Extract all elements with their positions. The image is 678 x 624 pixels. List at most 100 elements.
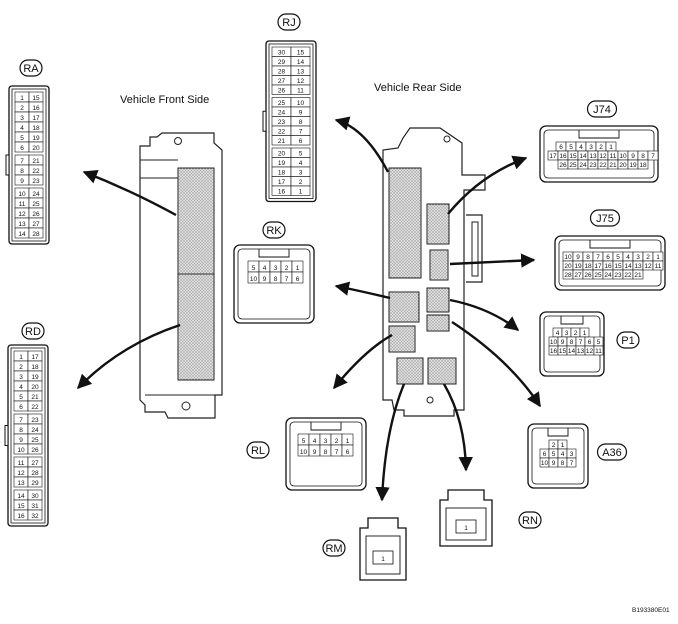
pin-number: 11	[18, 460, 25, 467]
pin-number: 3	[19, 374, 23, 381]
pin-number: 3	[636, 254, 640, 261]
connector-label: RD	[25, 326, 41, 338]
rear-connector-j75	[429, 249, 449, 281]
connector-label: J75	[596, 213, 614, 225]
pin-number: 4	[263, 265, 267, 272]
pin-number: 11	[610, 153, 617, 160]
pin-number: 12	[644, 263, 652, 270]
pin-number: 5	[299, 151, 303, 158]
pin-number: 12	[599, 153, 607, 160]
pin-number: 4	[313, 438, 317, 445]
pin-number: 9	[19, 437, 23, 444]
pin-number: 14	[17, 493, 25, 500]
pin-number: 1	[464, 525, 468, 532]
pin-number: 12	[18, 211, 26, 218]
pin-number: 1	[381, 556, 385, 563]
pin-number: 9	[313, 449, 317, 456]
connector-label-badge	[616, 331, 640, 349]
pin-number: 18	[584, 263, 592, 270]
pin-number: 22	[599, 162, 607, 169]
pin-number: 29	[31, 480, 39, 487]
pin-number: 9	[552, 460, 556, 467]
pin-number: 2	[285, 265, 289, 272]
pin-number: 17	[31, 354, 39, 361]
pin-number: 8	[586, 254, 590, 261]
pin-number: 5	[302, 438, 306, 445]
arrows	[76, 116, 542, 502]
pin-number: 31	[31, 503, 39, 510]
pin-number: 17	[32, 115, 40, 122]
pin-number: 22	[31, 404, 39, 411]
pin-number: 6	[19, 404, 23, 411]
connector-label-badge	[596, 443, 628, 461]
pin-number: 1	[656, 254, 660, 261]
pin-number: 4	[20, 125, 24, 132]
arrow-rd	[76, 323, 181, 390]
pin-number: 10	[17, 447, 25, 454]
pin-number: 5	[19, 394, 23, 401]
pin-number: 4	[299, 160, 303, 167]
arrow-a36	[451, 320, 542, 408]
pin-number: 18	[31, 364, 39, 371]
pin-number: 28	[32, 231, 40, 238]
pin-number: 18	[639, 162, 647, 169]
connector-label: A36	[602, 447, 622, 459]
connector-label: RJ	[282, 17, 295, 29]
pin-number: 9	[576, 254, 580, 261]
connector-label-badge	[19, 59, 43, 77]
pin-number: 3	[20, 115, 24, 122]
pin-number: 9	[631, 153, 635, 160]
pin-number: 26	[278, 88, 286, 95]
pin-number: 11	[19, 201, 26, 208]
pin-number: 5	[569, 144, 573, 151]
pin-number: 23	[278, 119, 286, 126]
pin-number: 32	[31, 513, 39, 520]
pin-number: 30	[278, 50, 286, 57]
connector-label-badge	[21, 322, 45, 340]
pin-number: 18	[278, 170, 286, 177]
pin-number: 6	[20, 145, 24, 152]
front-connector-upper	[177, 167, 215, 275]
front-side-label: Vehicle Front Side	[120, 94, 209, 106]
pin-number: 3	[324, 438, 328, 445]
pin-number: 7	[335, 449, 339, 456]
pin-number: 6	[296, 276, 300, 283]
pin-number: 10	[619, 153, 627, 160]
pin-number: 8	[324, 449, 328, 456]
rear-connector-rk	[388, 291, 420, 323]
pin-number: 6	[543, 451, 547, 458]
connector-label: RL	[251, 445, 265, 457]
pin-number: 1	[609, 144, 613, 151]
pin-number: 2	[552, 442, 556, 449]
pin-number: 10	[250, 276, 258, 283]
pin-number: 13	[297, 69, 305, 76]
arrow-j75	[449, 253, 536, 268]
pin-number: 7	[651, 153, 655, 160]
pin-number: 14	[579, 153, 587, 160]
connector-label-badge	[262, 221, 286, 239]
pin-number: 15	[17, 503, 25, 510]
connector-label-badge	[586, 100, 618, 118]
pin-number: 11	[595, 348, 602, 355]
pin-number: 2	[20, 105, 24, 112]
pin-number: 24	[32, 191, 40, 198]
pin-number: 4	[579, 144, 583, 151]
pin-number: 7	[570, 460, 574, 467]
pin-number: 8	[561, 460, 565, 467]
arrow-j74	[447, 155, 528, 215]
pin-number: 1	[583, 330, 587, 337]
pin-number: 25	[569, 162, 577, 169]
pin-number: 27	[574, 272, 582, 279]
pin-number: 17	[278, 179, 286, 186]
pin-number: 25	[31, 437, 39, 444]
pin-number: 10	[541, 460, 549, 467]
pin-number: 15	[297, 50, 305, 57]
pin-number: 13	[589, 153, 597, 160]
pin-number: 22	[624, 272, 632, 279]
pin-number: 9	[561, 339, 565, 346]
